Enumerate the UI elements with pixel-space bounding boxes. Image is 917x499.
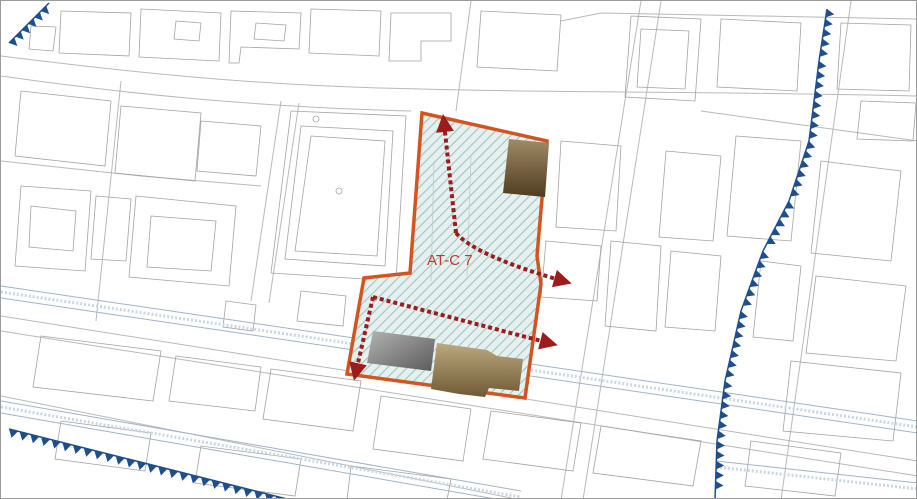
corridor-baseline (808, 60, 820, 142)
corridor-baseline (762, 200, 790, 252)
corridor-triangle (716, 460, 725, 470)
corridor-triangle (717, 430, 726, 439)
corridor-triangle (817, 61, 827, 70)
corridor-baseline (714, 440, 718, 498)
corridor-triangle (719, 410, 729, 420)
site-area (344, 110, 549, 400)
corridor-triangle (722, 390, 732, 400)
corridor-triangle (718, 420, 728, 430)
corridor-triangle (34, 12, 43, 21)
corridor-triangle (771, 227, 781, 236)
corridor-triangle (811, 110, 821, 120)
corridor-triangle (775, 218, 785, 227)
protected-corridor-layer (8, 2, 835, 498)
corridor-triangle (809, 130, 818, 139)
corridor-triangle (816, 70, 826, 80)
site-building-north (503, 139, 549, 197)
corridor-triangle (715, 480, 724, 490)
corridor-southwest (8, 428, 287, 498)
site-building-grey (367, 331, 435, 371)
path-south-arrow (349, 296, 375, 381)
corridor-northwest (8, 2, 50, 46)
corridor-triangle (810, 120, 819, 129)
corridor-baseline (716, 380, 726, 442)
corridor-baseline (724, 310, 742, 382)
corridor-triangle (28, 18, 37, 27)
corridor-triangle (822, 28, 832, 38)
corridor-triangle (716, 441, 725, 450)
corridor-baseline (818, 8, 828, 62)
corridor-triangle (780, 209, 790, 218)
corridor-baseline (788, 140, 810, 202)
corridor-triangle (21, 24, 31, 34)
path-southeast-arrow (372, 295, 558, 350)
corridor-triangle (814, 90, 823, 100)
corridor-triangle (723, 381, 733, 390)
corridor-baseline (8, 2, 50, 44)
corridor-baseline (8, 428, 287, 498)
corridor-triangle (819, 48, 829, 57)
corridor-triangle (821, 38, 830, 48)
corridor-triangle (825, 9, 835, 18)
path-east-arrow (454, 231, 572, 288)
corridor-triangle (824, 18, 833, 28)
corridor-triangle (721, 400, 730, 410)
site-label: AT-C 7 (427, 252, 473, 269)
corridor-triangle (9, 37, 18, 46)
site-building-south (431, 343, 523, 397)
corridor-baseline (740, 250, 764, 312)
corridor-east (714, 8, 835, 498)
corridor-triangle (15, 31, 24, 40)
corridor-triangle (716, 450, 725, 460)
corridor-triangle (715, 470, 724, 480)
pedestrian-paths (349, 114, 572, 381)
corridor-triangle (815, 80, 824, 90)
corridor-triangle (812, 100, 822, 110)
corridor-triangle (785, 201, 795, 209)
corridor-triangle (766, 236, 776, 245)
path-north-arrow (436, 114, 458, 234)
corridor-triangle (40, 5, 50, 15)
corridor-triangle (275, 496, 284, 498)
